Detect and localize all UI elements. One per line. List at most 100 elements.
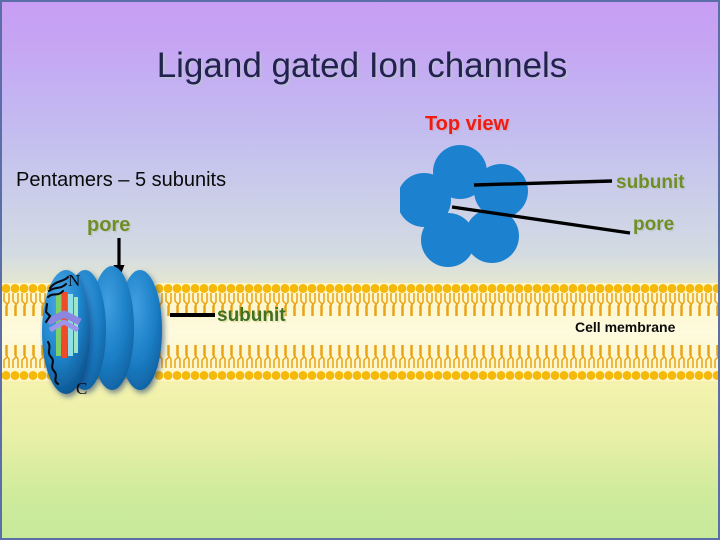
lipid-tail	[3, 293, 8, 316]
helix-chevron-upper	[46, 310, 82, 326]
lipid-tail	[714, 293, 718, 316]
lipid-tail	[41, 293, 46, 316]
lipid-tail	[401, 293, 406, 316]
lipid-tail	[329, 293, 334, 316]
subunit-circle-3	[465, 209, 519, 263]
lipid-tail	[408, 345, 413, 368]
lipid-tail	[662, 293, 667, 316]
subunit-leader-line-sideview	[170, 313, 215, 317]
lipid-tail	[653, 345, 658, 368]
pentamer-subunit-circles	[397, 145, 528, 267]
lipid-tail	[392, 293, 397, 316]
lipid-tail	[597, 293, 602, 316]
lipid-tail	[345, 293, 350, 316]
lipid-tail	[644, 345, 649, 368]
lipid-tail	[327, 293, 332, 316]
lipid-tail	[669, 293, 674, 316]
lipid-tail	[5, 293, 10, 316]
lipid-tail	[426, 293, 431, 316]
lipid-tail	[381, 345, 386, 368]
lipid-tail	[185, 345, 190, 368]
lipid-tail	[491, 345, 496, 368]
lipid-tail	[302, 345, 307, 368]
lipid-tail	[30, 345, 35, 368]
lipid-tail	[680, 345, 685, 368]
lipid-tail	[291, 345, 296, 368]
lipid-tail	[444, 293, 449, 316]
lipid-tail	[21, 345, 26, 368]
lipid-tail	[284, 345, 289, 368]
lipid-tail	[354, 345, 359, 368]
lipid-tail	[383, 345, 388, 368]
transmembrane-helices	[46, 292, 82, 358]
lipid-tail	[563, 345, 568, 368]
pore-label-sideview: pore	[87, 214, 131, 236]
lipid-tail	[329, 345, 334, 368]
lipid-tail	[5, 345, 10, 368]
lipid-tail	[606, 293, 611, 316]
lipid-tail	[41, 345, 46, 368]
lipid-tail	[669, 345, 674, 368]
lipid-tail	[543, 293, 548, 316]
lipid-tail	[210, 293, 215, 316]
lipid-tail	[561, 345, 566, 368]
lipid-tail	[473, 293, 478, 316]
lipid-tail	[536, 293, 541, 316]
lipid-tail	[219, 293, 224, 316]
lipid-tail	[545, 345, 550, 368]
lipid-tail	[642, 345, 647, 368]
lipid-tail	[174, 345, 179, 368]
lipid-tail	[525, 293, 530, 316]
top-view-caption-text: Top view	[424, 113, 510, 135]
lipid-tail	[372, 345, 377, 368]
lipid-tail	[32, 293, 37, 316]
lipid-tail	[201, 293, 206, 316]
lipid-tail	[689, 293, 694, 316]
lipid-tail	[300, 293, 305, 316]
lipid-tail	[660, 293, 665, 316]
lipid-tail	[311, 345, 316, 368]
lipid-tail	[534, 293, 539, 316]
lipid-tail	[165, 345, 170, 368]
lipid-tail	[266, 345, 271, 368]
lipid-tail	[192, 345, 197, 368]
lipid-tail	[221, 345, 226, 368]
lipid-tail	[705, 345, 710, 368]
n-terminus-label: N	[68, 271, 80, 290]
lipid-tail	[12, 345, 17, 368]
lipid-tail	[635, 345, 640, 368]
lipid-tail	[678, 293, 683, 316]
lipid-tail	[374, 345, 379, 368]
lipid-tail	[633, 293, 638, 316]
lipid-tail	[266, 293, 271, 316]
helix-teal	[74, 297, 78, 353]
lipid-tail	[410, 293, 415, 316]
lipid-tail	[653, 293, 658, 316]
lipid-tail	[435, 293, 440, 316]
lipid-tail	[464, 293, 469, 316]
lipid-tail	[417, 345, 422, 368]
lipid-tail	[212, 293, 217, 316]
lipid-tail	[455, 345, 460, 368]
lipid-tail	[536, 345, 541, 368]
lipid-tail	[707, 293, 712, 316]
lipid-tail	[347, 345, 352, 368]
lipid-tail	[572, 345, 577, 368]
lipid-tail	[338, 345, 343, 368]
pentamer-rosette	[397, 145, 528, 267]
lipid-tail	[273, 345, 278, 368]
lipid-tail	[635, 293, 640, 316]
lipid-tail	[383, 293, 388, 316]
lipid-tail	[302, 293, 307, 316]
lipid-head-row-top	[2, 283, 718, 294]
lipid-tail	[300, 345, 305, 368]
polypeptide-chain	[44, 275, 70, 386]
lipid-tail	[230, 293, 235, 316]
lipid-tail	[626, 345, 631, 368]
lipid-tail	[399, 345, 404, 368]
c-terminus-label: C	[76, 379, 87, 398]
top-view-caption: Top view	[2, 113, 718, 136]
pore-label-topview: pore	[633, 214, 675, 235]
lipid-tail	[707, 345, 712, 368]
lipid-tail	[365, 293, 370, 316]
